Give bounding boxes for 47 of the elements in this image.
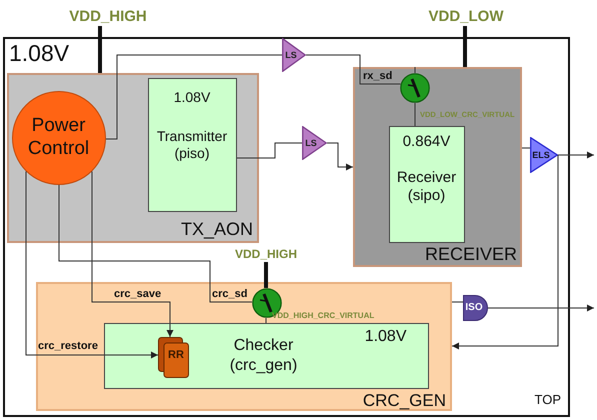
node-label: LS	[304, 136, 318, 150]
arrow	[558, 152, 594, 158]
supply-label: VDD_HIGH	[63, 6, 153, 26]
domain-panel	[353, 67, 522, 267]
domain-label: RECEIVER	[424, 245, 517, 265]
module-label: Transmitter (piso)	[156, 126, 228, 163]
voltage-label: 1.08V	[9, 40, 70, 67]
domain-label: TX_AON	[180, 219, 253, 241]
signal-label: crc_sd	[212, 288, 248, 302]
module-label: Checker (crc_gen)	[228, 336, 298, 376]
connector	[414, 66, 416, 74]
voltage-label: 0.864V	[402, 132, 452, 150]
connector	[106, 54, 282, 140]
domain-label: TOP	[534, 391, 561, 408]
domain-label: CRC_GEN	[362, 392, 446, 410]
signal-label: rx_sd	[363, 70, 392, 84]
connector	[236, 142, 302, 158]
voltage-label: 1.08V	[364, 328, 406, 346]
domain-panel	[36, 282, 452, 411]
node-label: LS	[284, 48, 298, 62]
signal-label: VDD_HIGH_CRC_VIRTUAL	[272, 311, 374, 321]
arrow	[488, 304, 594, 312]
arrow	[26, 171, 158, 358]
arrow	[92, 171, 174, 338]
module-label: Receiver (sipo)	[396, 168, 458, 206]
boundary-frame	[3, 37, 570, 417]
node-label: RR	[167, 348, 185, 363]
arrow	[326, 142, 354, 170]
signal-label: crc_save	[114, 288, 162, 302]
arrow	[452, 154, 558, 350]
node-label: ISO	[464, 301, 484, 315]
connector	[58, 184, 252, 302]
node-label: Power Control	[26, 114, 90, 160]
signal-label: crc_restore	[38, 340, 98, 354]
node-label: ELS	[531, 148, 551, 162]
connector	[414, 102, 416, 126]
module-box	[148, 78, 237, 212]
supply-line	[264, 260, 268, 288]
module-box	[104, 323, 429, 389]
supply-label: VDD_HIGH	[228, 246, 304, 262]
connector	[306, 54, 401, 84]
domain-panel	[7, 73, 259, 243]
voltage-label: 1.08V	[172, 88, 212, 106]
supply-line	[98, 24, 102, 73]
supply-line	[463, 24, 467, 67]
module-box	[389, 126, 465, 243]
supply-label: VDD_LOW	[423, 6, 509, 26]
